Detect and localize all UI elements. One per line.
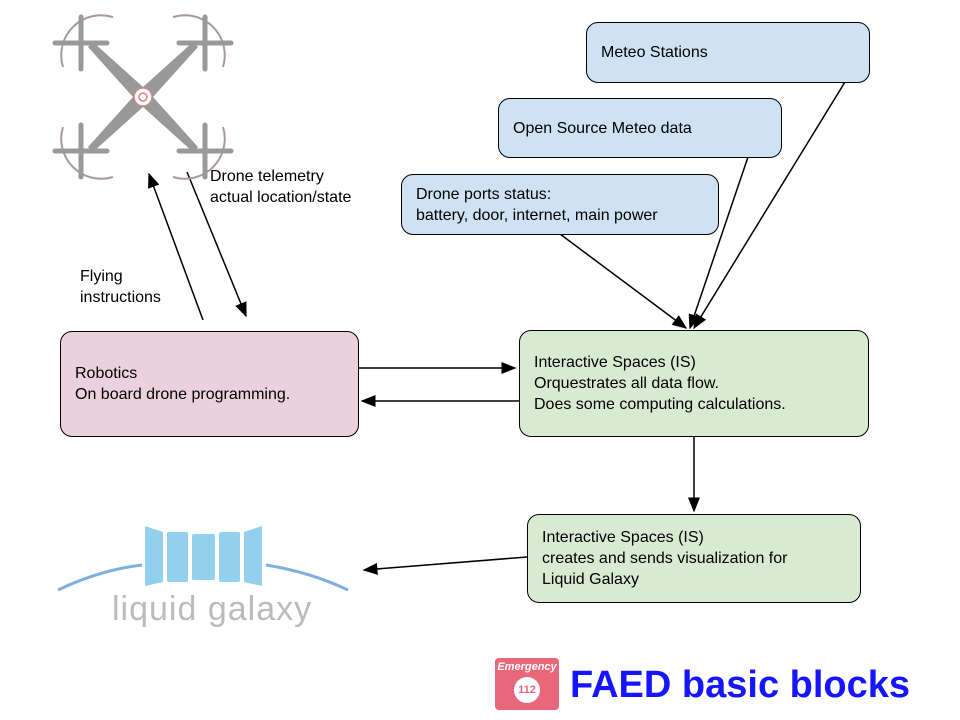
telemetry-line-2: actual location/state xyxy=(210,189,352,206)
arrow-is2-to-lg xyxy=(362,556,528,575)
drone-ports-title: Drone ports status: xyxy=(416,185,552,203)
meteo-stations-box: Meteo Stations xyxy=(586,22,870,83)
page-title: FAED basic blocks xyxy=(570,664,911,706)
arrow-ports-to-is xyxy=(559,233,688,329)
emergency-number: 112 xyxy=(514,677,540,703)
flying-line-2: instructions xyxy=(80,289,161,306)
arrow-meteo-to-is xyxy=(693,81,846,330)
interactive-spaces-visualization-box: Interactive Spaces (IS) creates and send… xyxy=(527,514,861,603)
is2-detail-1: creates and sends visualization for xyxy=(542,550,788,567)
flying-line-1: Flying xyxy=(80,268,123,285)
is2-detail-2: Liquid Galaxy xyxy=(542,571,639,588)
is2-title: Interactive Spaces (IS) xyxy=(542,529,704,546)
open-source-meteo-box: Open Source Meteo data xyxy=(498,98,782,158)
interactive-spaces-box: Interactive Spaces (IS) Orquestrates all… xyxy=(519,330,869,437)
drone-ports-box: Drone ports status: battery, door, inter… xyxy=(401,174,719,235)
drone-ports-detail: battery, door, internet, main power xyxy=(416,206,658,224)
meteo-stations-label: Meteo Stations xyxy=(601,44,708,61)
is-detail-1: Orquestrates all data flow. xyxy=(534,375,719,392)
arrow-telemetry xyxy=(186,171,247,318)
arrow-flying-instructions xyxy=(148,172,204,321)
telemetry-label: Drone telemetry actual location/state xyxy=(210,166,351,208)
emergency-logo-text: Emergency xyxy=(497,661,557,673)
emergency-112-logo: Emergency 112 xyxy=(495,658,559,710)
liquid-galaxy-logo-text: liquid galaxy xyxy=(112,590,313,628)
robotics-title: Robotics xyxy=(75,365,138,382)
is-title: Interactive Spaces (IS) xyxy=(534,354,696,371)
robotics-detail: On board drone programming. xyxy=(75,386,291,403)
liquid-galaxy-logo xyxy=(57,526,349,592)
open-source-meteo-label: Open Source Meteo data xyxy=(513,119,692,137)
telemetry-line-1: Drone telemetry xyxy=(210,168,324,185)
arrow-opensource-to-is xyxy=(688,156,749,330)
robotics-box: Robotics On board drone programming. xyxy=(60,331,359,437)
drone-icon xyxy=(52,14,234,180)
flying-instructions-label: Flying instructions xyxy=(80,266,161,308)
is-detail-2: Does some computing calculations. xyxy=(534,396,786,413)
